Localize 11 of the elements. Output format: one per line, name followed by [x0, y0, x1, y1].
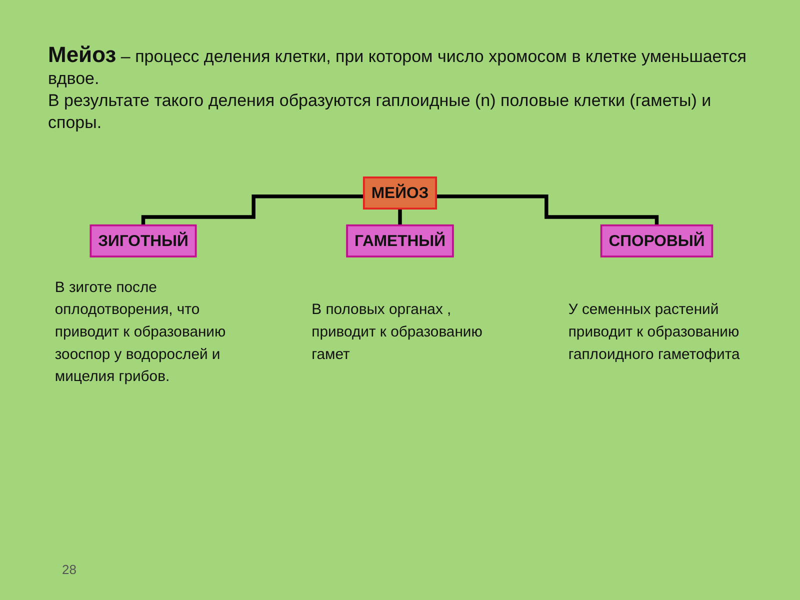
note-text: В результате такого деления образуются гаплоидные (n) половые клетки (гаметы) и споры. [48, 90, 712, 134]
node-label: У семенных растений приводит к образованию гаплоидного гаметофита [568, 302, 740, 363]
definition-text: Мейоз – процесс деления клетки, при котором число хромосом в клетке уменьшается вдвое. [48, 44, 748, 90]
connector [398, 206, 402, 228]
node-label: В зиготе после оплодотворения, что приводит к образованию зооспор у водорослей и мицелия грибов. [54, 280, 226, 385]
node-label: В половых органах , приводит к образованию гамет [312, 302, 482, 363]
node-box: ГАМЕТНЫЙ [346, 224, 454, 258]
node-box: ЗИГОТНЫЙ [90, 224, 197, 258]
node-box: СПОРОВЫЙ [600, 224, 714, 258]
page-number: 28 [62, 562, 76, 577]
node-box: МЕЙОЗ [362, 176, 438, 210]
